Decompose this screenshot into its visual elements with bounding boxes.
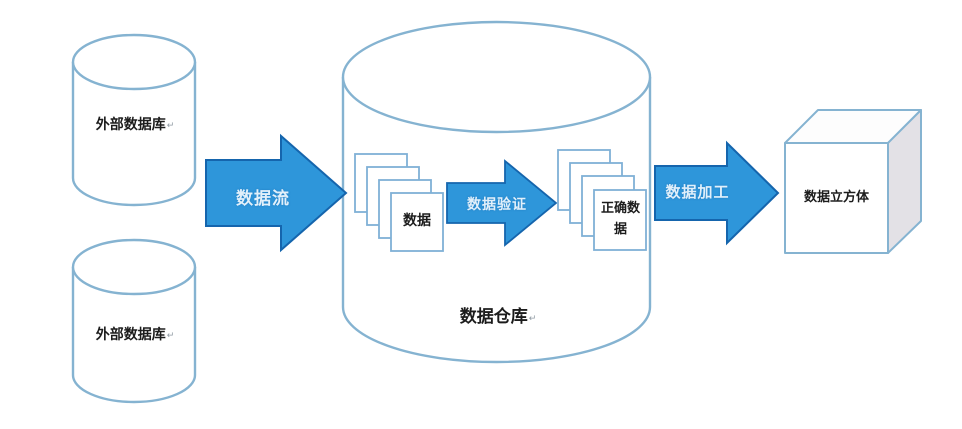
source-db-bottom-label: 外部数据库↵: [83, 326, 187, 344]
raw-data-document-stack-icon: [354, 153, 444, 252]
validation-arrow-label: 数据验证: [467, 196, 527, 212]
processing-arrow: [654, 140, 780, 246]
data-flow-arrow: [205, 133, 348, 253]
source-db-top-label-text: 外部数据库: [95, 116, 166, 132]
data-cube-label: 数据立方体: [803, 189, 869, 204]
paragraph-mark: ↵: [166, 120, 175, 130]
clean-docs-label: 正确数据: [600, 200, 640, 236]
data-flow-arrow-label: 数据流: [236, 189, 290, 208]
clean-data-document-stack-icon: [557, 149, 647, 251]
raw-docs-label: 数据: [403, 212, 431, 228]
processing-arrow-label: 数据加工: [665, 184, 730, 201]
source-db-top-label: 外部数据库↵: [83, 116, 187, 134]
source-db-cylinder-bottom: [71, 238, 197, 404]
validation-arrow: [446, 159, 558, 247]
source-db-cylinder-top: [71, 33, 197, 207]
warehouse-label: 数据仓库↵: [428, 306, 568, 327]
warehouse-label-text: 数据仓库: [459, 307, 528, 326]
data-cube: [784, 109, 922, 254]
source-db-bottom-label-text: 外部数据库: [95, 326, 166, 342]
paragraph-mark: ↵: [166, 330, 175, 340]
paragraph-mark: ↵: [528, 313, 537, 323]
